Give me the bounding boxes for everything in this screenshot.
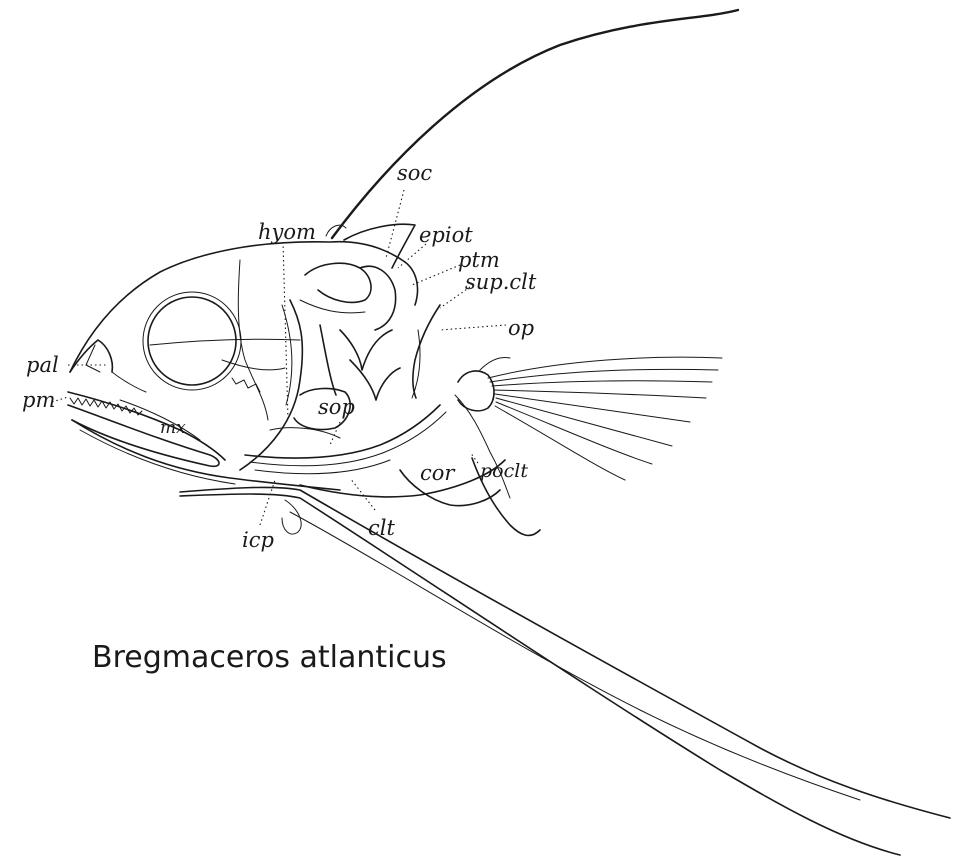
label-sup-clt: sup.clt xyxy=(465,272,536,293)
label-mx: mx xyxy=(160,420,186,437)
label-epiot: epiot xyxy=(419,225,473,246)
label-pal: pal xyxy=(26,355,59,376)
label-icp: icp xyxy=(242,530,274,551)
label-op: op xyxy=(508,318,534,339)
label-clt: clt xyxy=(368,518,395,539)
label-sop: sop xyxy=(318,397,355,418)
hyomandibular xyxy=(240,300,302,470)
label-soc: soc xyxy=(397,163,432,184)
skull-outline xyxy=(70,242,418,372)
orbit xyxy=(148,297,236,385)
label-cor: cor xyxy=(420,463,454,484)
occipital-filament xyxy=(332,10,738,238)
lower-jaw xyxy=(72,420,340,490)
label-ptm: ptm xyxy=(458,250,500,271)
label-hyom: hyom xyxy=(258,222,316,243)
label-poclt: poclt xyxy=(480,462,528,481)
opercle xyxy=(340,330,392,370)
epiotic xyxy=(305,263,371,302)
figure-caption: Bregmaceros atlanticus xyxy=(92,640,447,675)
label-pm: pm xyxy=(22,390,55,411)
